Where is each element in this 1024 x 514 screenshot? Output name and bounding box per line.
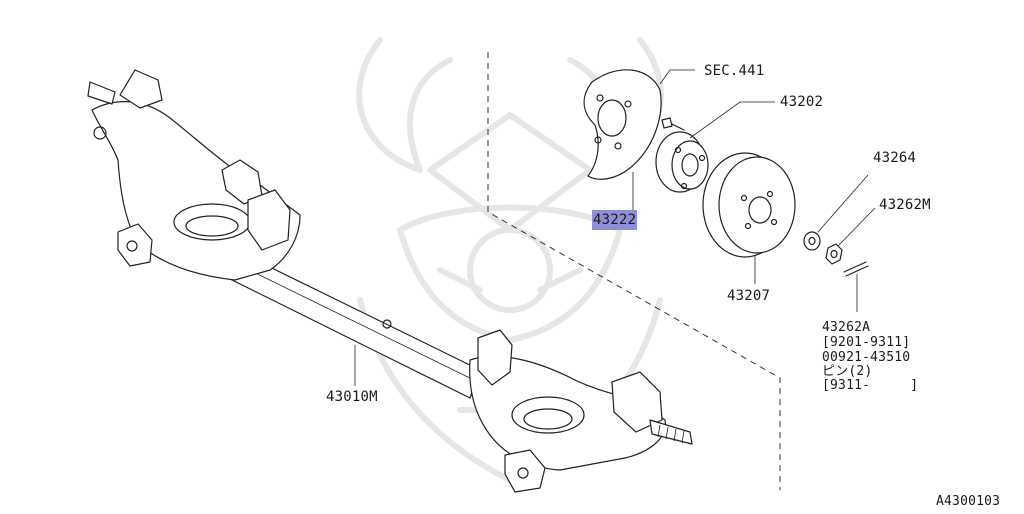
bolt <box>661 117 685 131</box>
label-43222-highlight[interactable]: 43222 <box>592 210 638 230</box>
nut-43262m <box>825 243 843 265</box>
brake-drum-43207 <box>702 152 796 258</box>
label-43202: 43202 <box>780 94 824 110</box>
washer-43264 <box>803 231 821 251</box>
label-43010m: 43010M <box>326 389 378 405</box>
label-43264: 43264 <box>873 150 917 166</box>
label-range-9201-9311: [9201-9311] <box>822 335 911 350</box>
axle-beam-43010m <box>87 69 693 493</box>
cotter-pin-43262a <box>843 261 869 277</box>
label-43207: 43207 <box>727 288 771 304</box>
label-range-9311: [9311- ] <box>822 378 919 393</box>
hub-bearing-43202 <box>655 131 709 193</box>
label-sec441: SEC.441 <box>704 63 765 79</box>
label-00921-43510: 00921-43510 <box>822 350 911 365</box>
label-43222[interactable]: 43222 <box>592 210 638 230</box>
label-pin-note: ピン(2) <box>822 364 873 379</box>
label-43262a: 43262A <box>822 320 871 335</box>
dashed-group-outline <box>487 52 781 490</box>
label-43262m: 43262M <box>879 197 931 213</box>
leader-lines <box>354 69 876 386</box>
backing-plate-43222 <box>583 69 662 180</box>
reference-code: A4300103 <box>936 494 1001 509</box>
